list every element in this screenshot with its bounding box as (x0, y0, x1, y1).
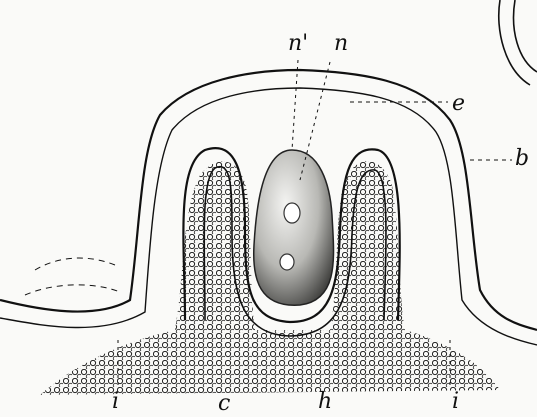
label-e: e (452, 91, 465, 116)
label-c: c (218, 391, 230, 416)
left-dashed-lines (25, 258, 120, 295)
nucleolus-lower (280, 254, 294, 270)
label-i-right: i (452, 389, 459, 414)
label-h: h (318, 389, 332, 414)
leader-n-prime (292, 60, 298, 150)
nucleus (254, 150, 334, 305)
label-b: b (515, 146, 529, 171)
label-n-prime: n' (288, 31, 308, 56)
label-n: n (334, 31, 348, 56)
top-right-curve (499, 0, 537, 85)
nucleolus-upper (284, 203, 300, 223)
label-i-left: i (112, 389, 119, 414)
